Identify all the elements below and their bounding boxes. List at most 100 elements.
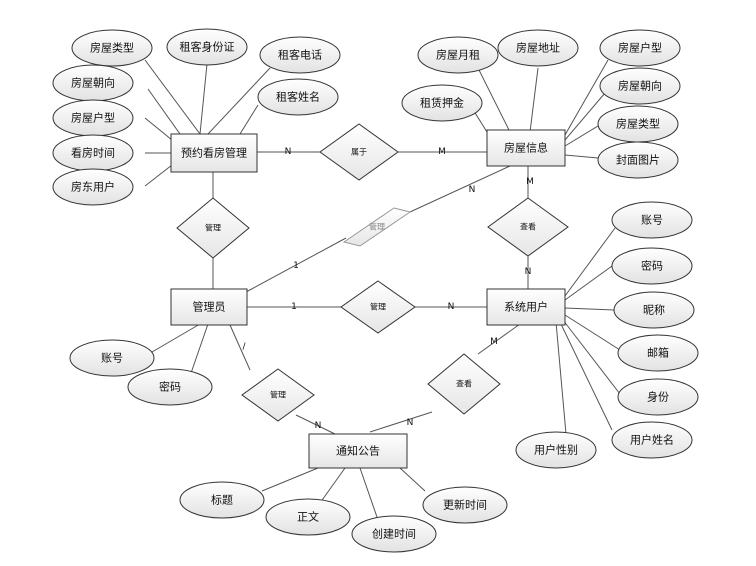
svg-text:用户姓名: 用户姓名 xyxy=(630,433,674,447)
svg-text:房屋朝向: 房屋朝向 xyxy=(618,79,662,93)
svg-text:封面图片: 封面图片 xyxy=(616,153,660,167)
svg-text:昵称: 昵称 xyxy=(643,303,665,317)
user-attributes: 账号 密码 昵称 邮箱 身份 用户姓名 用户性别 xyxy=(515,201,699,469)
attr-house-6: 封面图片 xyxy=(597,141,679,179)
notice-attributes: 标题 正文 创建时间 更新时间 xyxy=(179,481,508,553)
entity-admin: 管理员 xyxy=(170,288,248,326)
attr-user-4: 身份 xyxy=(617,378,699,416)
svg-text:管理: 管理 xyxy=(270,390,286,400)
svg-text:用户性别: 用户性别 xyxy=(534,443,578,457)
svg-text:房屋月租: 房屋月租 xyxy=(436,49,480,62)
svg-text:账号: 账号 xyxy=(101,352,123,365)
svg-text:邮箱: 邮箱 xyxy=(647,346,669,360)
entity-house: 房屋信息 xyxy=(486,129,566,167)
svg-text:房屋户型: 房屋户型 xyxy=(71,111,115,125)
cardinality-appt-belongs: N xyxy=(285,147,292,157)
cardinality-admin-manage-house: 1 xyxy=(293,261,299,271)
attr-admin-1: 密码 xyxy=(127,368,213,406)
attr-appointment-6: 看房时间 xyxy=(52,134,134,172)
svg-text:身份: 身份 xyxy=(647,390,669,404)
svg-text:房东用户: 房东用户 xyxy=(71,180,115,194)
svg-text:管理员: 管理员 xyxy=(193,300,226,314)
cardinality-view-user: N xyxy=(525,267,532,277)
attr-house-4: 租赁押金 xyxy=(401,84,483,122)
cardinality-user-view-notice: M xyxy=(490,337,498,347)
connector-lines xyxy=(144,59,621,521)
entity-user: 系统用户 xyxy=(486,288,566,326)
svg-text:看房时间: 看房时间 xyxy=(71,146,115,160)
relation-manage-notice: 管理 xyxy=(241,368,315,422)
svg-text:房屋类型: 房屋类型 xyxy=(90,41,134,55)
svg-text:房屋信息: 房屋信息 xyxy=(504,141,548,155)
cardinality-manage-user-user: N xyxy=(448,302,455,312)
attr-user-5: 用户姓名 xyxy=(611,421,693,459)
attr-house-3: 房屋朝向 xyxy=(599,67,681,105)
attr-appointment-5: 房屋户型 xyxy=(52,99,134,137)
cardinality-manage-notice-notice: N xyxy=(315,421,322,431)
relation-manage-appointment: 管理 xyxy=(176,197,250,259)
svg-text:房屋户型: 房屋户型 xyxy=(618,41,662,55)
svg-text:房屋类型: 房屋类型 xyxy=(616,117,660,131)
svg-text:租客姓名: 租客姓名 xyxy=(276,90,320,104)
attr-appointment-2: 租客电话 xyxy=(259,36,341,74)
admin-attributes: 账号 密码 xyxy=(69,339,213,406)
house-attributes: 房屋月租 房屋地址 房屋户型 房屋朝向 租赁押金 房屋类型 封面图片 xyxy=(401,29,681,179)
cardinality-view-notice-notice: N xyxy=(407,418,414,428)
relation-manage-user: 管理 xyxy=(340,280,416,334)
svg-text:创建时间: 创建时间 xyxy=(372,527,416,541)
attr-appointment-7: 房东用户 xyxy=(52,168,134,206)
cardinality-belongs-house: M xyxy=(438,147,446,157)
attr-user-6: 用户性别 xyxy=(515,431,597,469)
attr-notice-0: 标题 xyxy=(179,481,265,519)
attr-user-0: 账号 xyxy=(611,201,693,239)
attr-notice-3: 更新时间 xyxy=(422,486,508,524)
svg-text:查看: 查看 xyxy=(520,222,536,232)
svg-text:房屋朝向: 房屋朝向 xyxy=(71,76,115,90)
svg-text:管理: 管理 xyxy=(370,302,386,312)
attr-appointment-1: 租客身份证 xyxy=(166,28,248,66)
attr-notice-2: 创建时间 xyxy=(351,515,437,553)
attr-house-2: 房屋户型 xyxy=(599,29,681,67)
svg-text:租客电话: 租客电话 xyxy=(278,48,322,62)
attr-user-2: 昵称 xyxy=(613,291,695,329)
attr-appointment-4: 租客姓名 xyxy=(257,78,339,116)
attr-user-3: 邮箱 xyxy=(617,334,699,372)
cardinality-manage-house-house: N xyxy=(469,185,476,195)
svg-text:账号: 账号 xyxy=(641,214,663,227)
cardinality-admin-manage-user: 1 xyxy=(291,302,297,312)
svg-text:通知公告: 通知公告 xyxy=(336,444,380,458)
svg-text:系统用户: 系统用户 xyxy=(504,300,548,314)
appointment-attributes: 房屋类型 租客身份证 租客电话 房屋朝向 租客姓名 房屋户型 看房时间 房东用 xyxy=(52,28,341,206)
svg-text:正文: 正文 xyxy=(297,510,319,524)
attr-house-5: 房屋类型 xyxy=(597,105,679,143)
relation-belongs: 属于 xyxy=(319,123,399,181)
attr-appointment-3: 房屋朝向 xyxy=(52,64,134,102)
svg-text:租客身份证: 租客身份证 xyxy=(180,40,235,54)
svg-text:租赁押金: 租赁押金 xyxy=(420,96,464,110)
entity-appointment: 预约看房管理 xyxy=(170,133,258,173)
attr-house-1: 房屋地址 xyxy=(497,29,579,67)
cardinality-labels: N M 1 N M N 1 N / N N M xyxy=(242,147,533,431)
attr-notice-1: 正文 xyxy=(265,498,351,536)
relation-view-house: 查看 xyxy=(487,197,569,257)
svg-text:管理: 管理 xyxy=(205,223,221,233)
attr-house-0: 房屋月租 xyxy=(417,36,499,74)
attr-user-1: 密码 xyxy=(611,247,693,285)
svg-text:标题: 标题 xyxy=(211,493,233,507)
relation-view-notice: 查看 xyxy=(427,353,501,415)
svg-text:房屋地址: 房屋地址 xyxy=(516,41,560,55)
entity-notice: 通知公告 xyxy=(308,433,408,469)
svg-text:密码: 密码 xyxy=(159,380,181,394)
svg-text:密码: 密码 xyxy=(641,259,663,273)
attr-admin-0: 账号 xyxy=(69,339,155,377)
svg-text:管理: 管理 xyxy=(369,222,385,232)
cardinality-admin-manage-notice: / xyxy=(242,342,246,352)
svg-text:查看: 查看 xyxy=(456,379,472,389)
attr-appointment-0: 房屋类型 xyxy=(71,29,153,67)
relation-manage-house: 管理 xyxy=(342,207,412,247)
svg-text:预约看房管理: 预约看房管理 xyxy=(181,146,247,160)
cardinality-house-view: M xyxy=(526,177,534,187)
svg-text:更新时间: 更新时间 xyxy=(443,498,487,512)
svg-text:属于: 属于 xyxy=(351,148,367,157)
